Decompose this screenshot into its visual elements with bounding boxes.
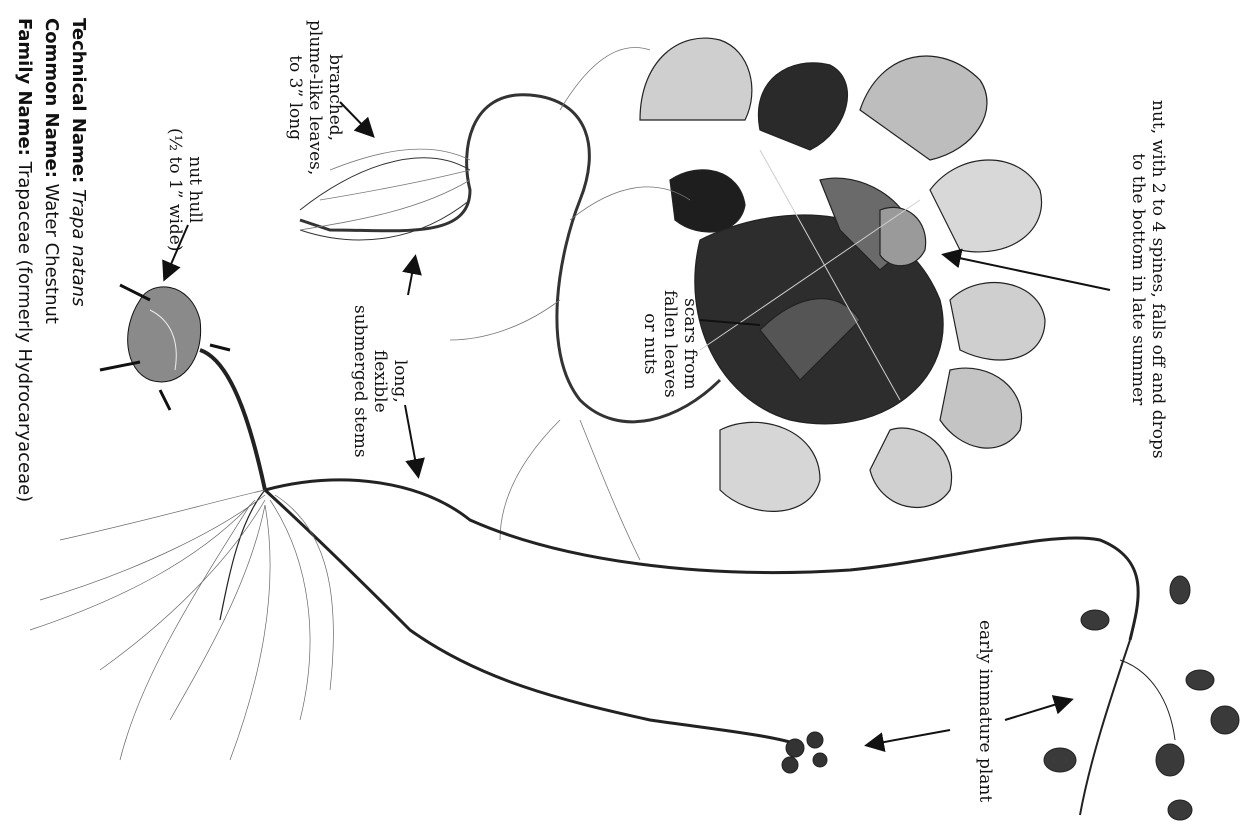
immature-plant-small <box>782 732 827 773</box>
immature-arrow-right <box>1005 700 1070 720</box>
floating-leaf-rosette <box>640 38 1045 511</box>
root-hairs <box>30 490 333 760</box>
common-name-line: Common Name: Water Chestnut <box>38 18 65 502</box>
nut-label: nut, with 2 to 4 spines, falls off and d… <box>1128 100 1168 459</box>
immature-plant-large <box>1044 576 1239 820</box>
nut-hull-drawing <box>100 285 230 410</box>
nut-arrow <box>945 255 1110 290</box>
immature-arrow-left <box>868 730 950 745</box>
immature-plant-label: early immature plant <box>975 620 995 802</box>
stems-label: long, flexible submerged stems <box>350 305 410 458</box>
scars-label: scars from fallen leaves or nuts <box>640 290 700 398</box>
nut-hull-label: nut hull (½ to 1” wide) <box>165 128 205 251</box>
branched-leaves-label: branched, plume-like leaves, to 3” long <box>285 20 345 175</box>
stems-arrow-up <box>408 258 415 295</box>
technical-name-line: Technical Name: Trapa natans <box>65 18 92 502</box>
species-caption: Technical Name: Trapa natans Common Name… <box>11 18 92 502</box>
plume-leaves <box>300 48 690 561</box>
family-name-line: Family Name: Trapaceae (formerly Hydroca… <box>11 18 38 502</box>
